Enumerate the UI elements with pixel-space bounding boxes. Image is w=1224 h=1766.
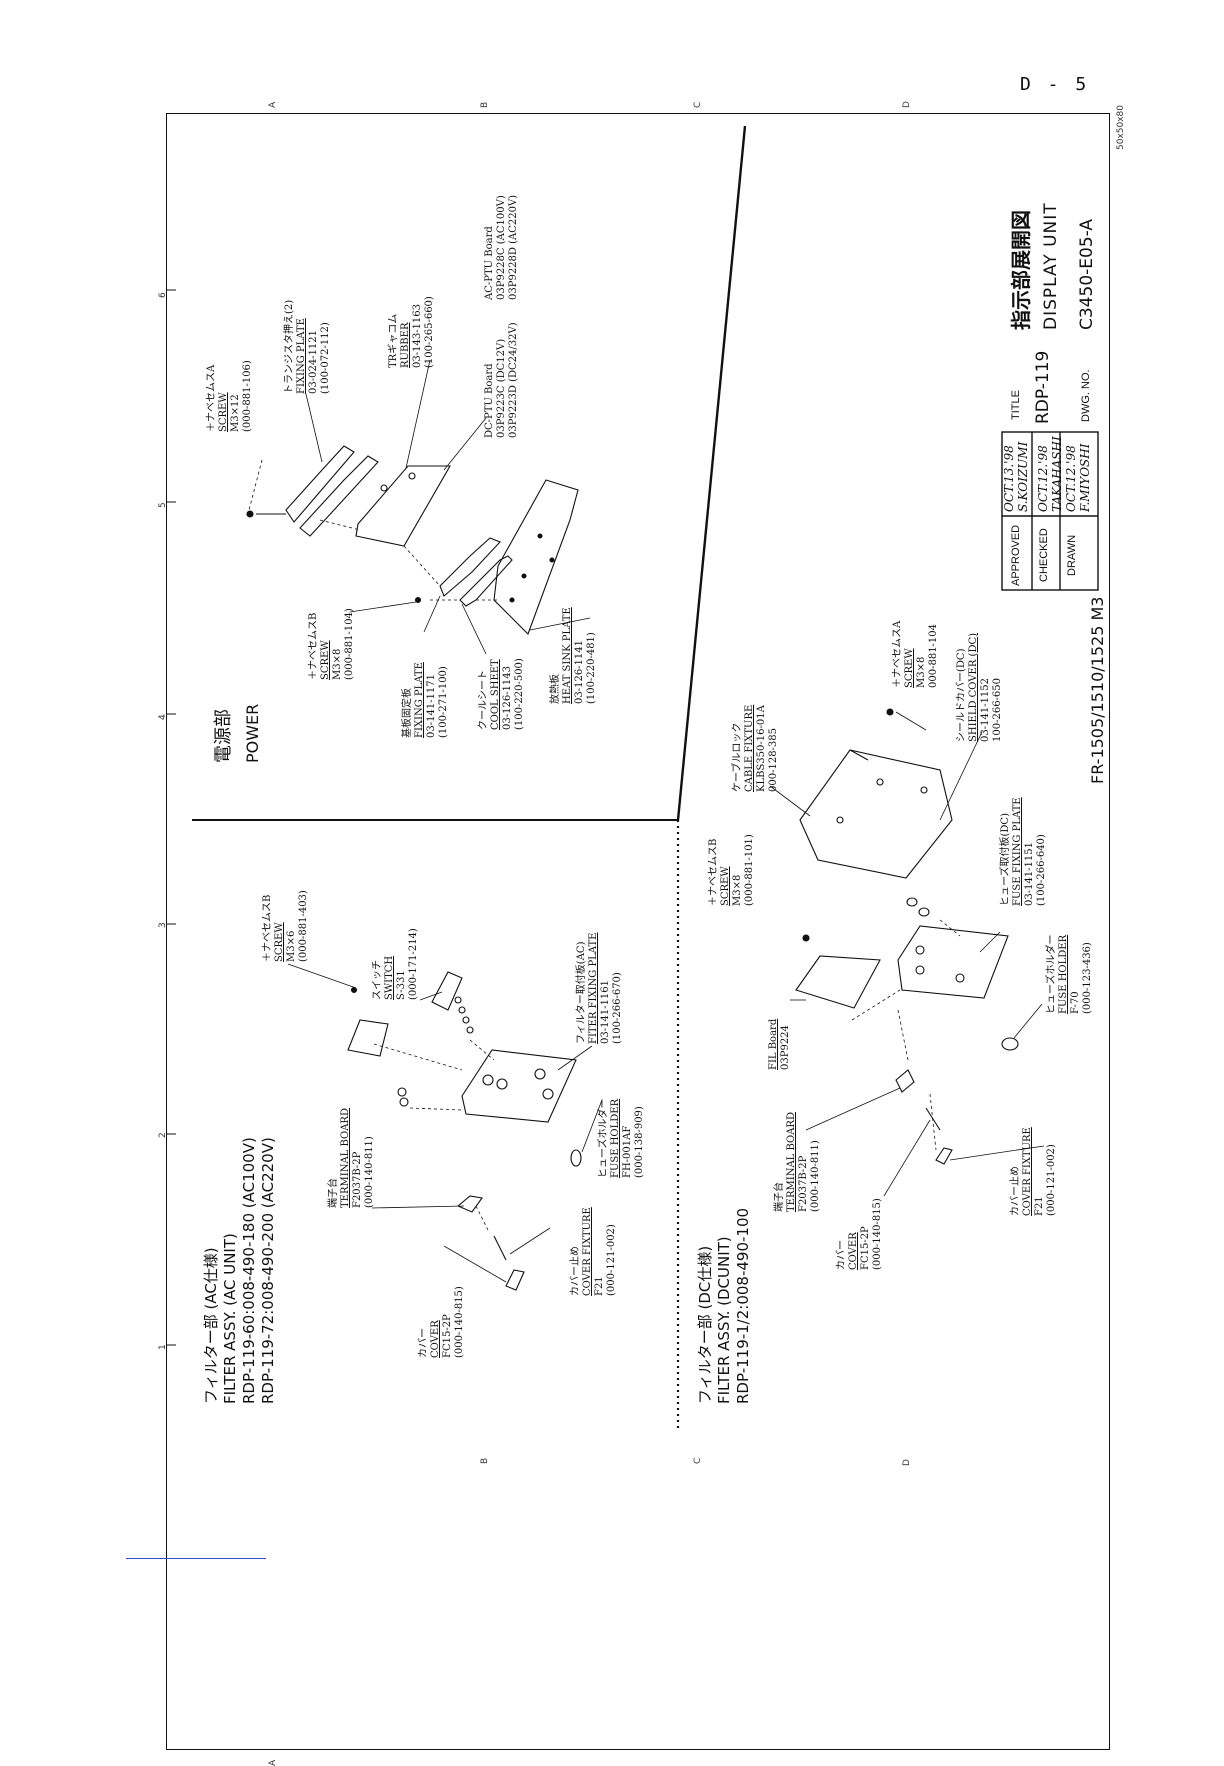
approved-label: APPROVED [1010, 524, 1022, 586]
frame-ticks [166, 289, 176, 1346]
title-value: RDP-119 [1033, 350, 1053, 424]
zone-bottom-a: A [268, 1759, 278, 1766]
dwg-no-label: DWG. NO. [1080, 369, 1092, 422]
title-label: TITLE [1010, 390, 1022, 420]
ac-filter-drawing [287, 963, 603, 1291]
section-divider-diag [676, 125, 747, 821]
power-assembly-drawing [246, 359, 591, 655]
power-title-en: POWER [243, 703, 262, 763]
power-title-jp: 電源部 [213, 709, 234, 763]
drawn-label: DRAWN [1066, 534, 1078, 576]
drawing-number: C3450-E05-A [1077, 218, 1097, 330]
title-en: DISPLAY UNIT [1041, 202, 1061, 330]
checked-label: CHECKED [1038, 528, 1050, 582]
dc-filter-heading: フィルター部 (DC仕様) FILTER ASSY. (DCUNIT) RDP-… [696, 1207, 752, 1404]
ac-filter-heading: フィルター部 (AC仕様) FILTER ASSY. (AC UNIT) RDP… [202, 1137, 277, 1404]
title-jp: 指示部展開図 [1009, 210, 1033, 330]
dc-filter-drawing [769, 708, 1045, 1197]
footer-rule [126, 1558, 266, 1559]
page-number: D - 5 [1020, 74, 1090, 95]
title-block-lines [1001, 431, 1099, 591]
model-number: FR-1505/1510/1525 M3 [1088, 596, 1107, 784]
exploded-drawing-svg [166, 125, 1099, 1430]
